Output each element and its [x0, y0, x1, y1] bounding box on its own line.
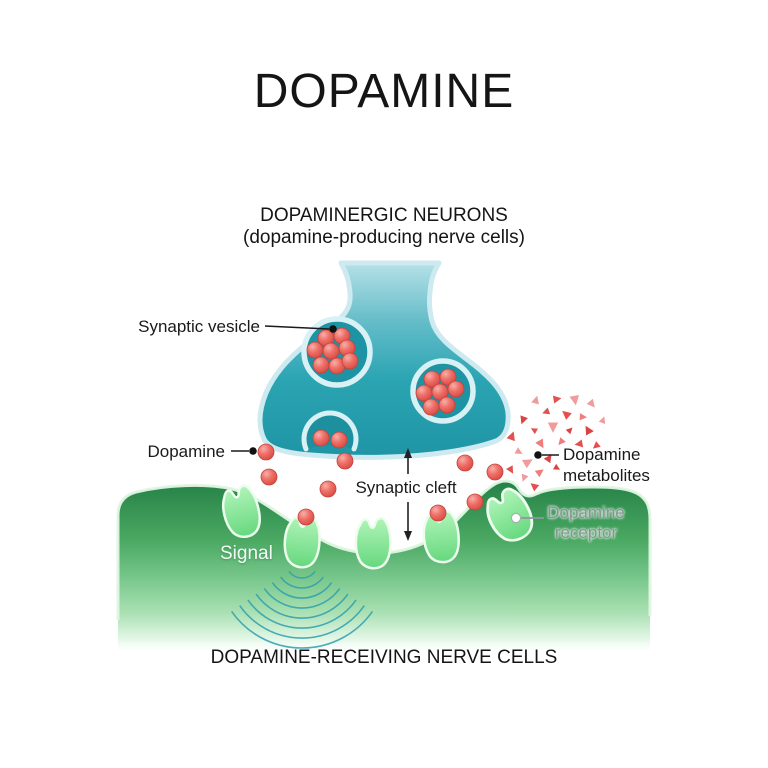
dopamine-receptor-leader	[510, 512, 544, 524]
label-dopamine-metabolites: Dopamine metabolites	[563, 444, 673, 486]
label-dopamine: Dopamine	[147, 442, 226, 461]
dopamine-molecule	[466, 493, 484, 511]
dopamine-receptor-3	[354, 516, 392, 570]
label-synaptic-vesicle: Synaptic vesicle	[138, 317, 260, 336]
synaptic-vesicle-1	[301, 316, 373, 388]
leader-lines	[231, 325, 559, 524]
synaptic-vesicle-leader	[264, 325, 337, 333]
subtitle-nerve-cells: (dopamine-producing nerve cells)	[243, 227, 525, 248]
label-dopamine-metabolites-line1: Dopamine	[563, 445, 641, 464]
label-dopamine-receptor-line1: Dopamine	[547, 503, 625, 522]
dopamine-molecule	[456, 454, 474, 472]
label-dopamine-receptor: Dopamine receptor	[538, 503, 634, 543]
label-synaptic-cleft: Synaptic cleft	[355, 478, 457, 497]
footer-caption: DOPAMINE-RECEIVING NERVE CELLS	[210, 647, 558, 668]
dopamine-molecule	[260, 468, 278, 486]
axon-terminal	[257, 260, 511, 460]
dopamine-molecule-bound	[297, 508, 315, 526]
dopamine-molecule	[330, 431, 348, 449]
synaptic-cleft-arrow-icon	[404, 448, 412, 541]
dopamine-molecule	[336, 452, 354, 470]
synaptic-vesicle-2	[410, 358, 476, 424]
label-dopamine-receptor-line2: receptor	[554, 523, 618, 542]
label-dopamine-metabolites-line2: metabolites	[563, 466, 650, 485]
dopamine-molecule	[319, 480, 337, 498]
fusing-vesicle	[301, 410, 359, 452]
dopamine-molecule-bound	[429, 504, 447, 522]
dopamine-molecule	[312, 429, 330, 447]
dopamine-leader	[231, 447, 257, 455]
dopamine-metabolites-leader	[534, 451, 559, 459]
dopamine-molecule	[257, 443, 275, 461]
subtitle-dopaminergic-neurons: DOPAMINERGIC NEURONS	[260, 205, 508, 226]
page-title: DOPAMINE	[253, 65, 515, 118]
dopamine-molecule	[486, 463, 504, 481]
label-signal: Signal	[220, 543, 273, 564]
signal-waves-icon	[230, 570, 374, 649]
